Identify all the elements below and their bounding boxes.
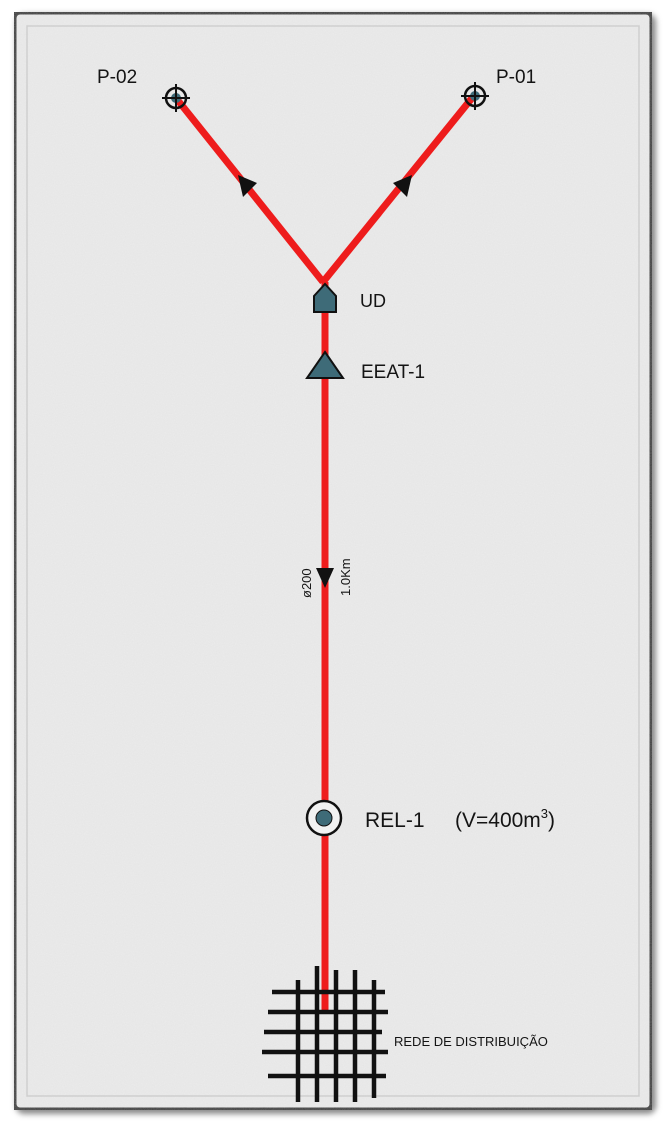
reservoir-capacity: (V=400m3) — [455, 806, 555, 832]
distribution-grid — [262, 966, 388, 1102]
pipe-p01-to-ud — [320, 95, 475, 285]
flow-arrow-icon — [238, 175, 257, 197]
paper-inner-border — [26, 25, 640, 1097]
flow-arrows — [238, 175, 412, 588]
treatment-unit-label: UD — [360, 291, 386, 311]
pump-station-label: EEAT-1 — [361, 362, 425, 383]
treatment-unit-icon — [313, 282, 337, 313]
well-p01-label: P-01 — [496, 67, 536, 88]
paper-background — [11, 9, 655, 1113]
flow-arrow-icon — [316, 568, 334, 588]
reservoir-capacity-suffix: ) — [548, 809, 555, 832]
pipe-length-label: 1.0Km — [338, 558, 353, 596]
well-p02-label: P-02 — [97, 67, 137, 88]
distribution-network-label: REDE DE DISTRIBUIÇÃO — [394, 1034, 548, 1049]
flow-arrow-icon — [393, 175, 412, 197]
well-p01-symbol — [461, 82, 489, 110]
reservoir-capacity-exponent: 3 — [541, 806, 548, 821]
reservoir-label: REL-1 — [365, 809, 425, 832]
reservoir-capacity-prefix: (V=400m — [455, 809, 541, 832]
pipe-diameter-label: ø200 — [299, 568, 314, 598]
pump-station-icon — [305, 350, 345, 379]
well-p02-symbol — [162, 84, 190, 112]
reservoir-symbol — [305, 799, 343, 837]
